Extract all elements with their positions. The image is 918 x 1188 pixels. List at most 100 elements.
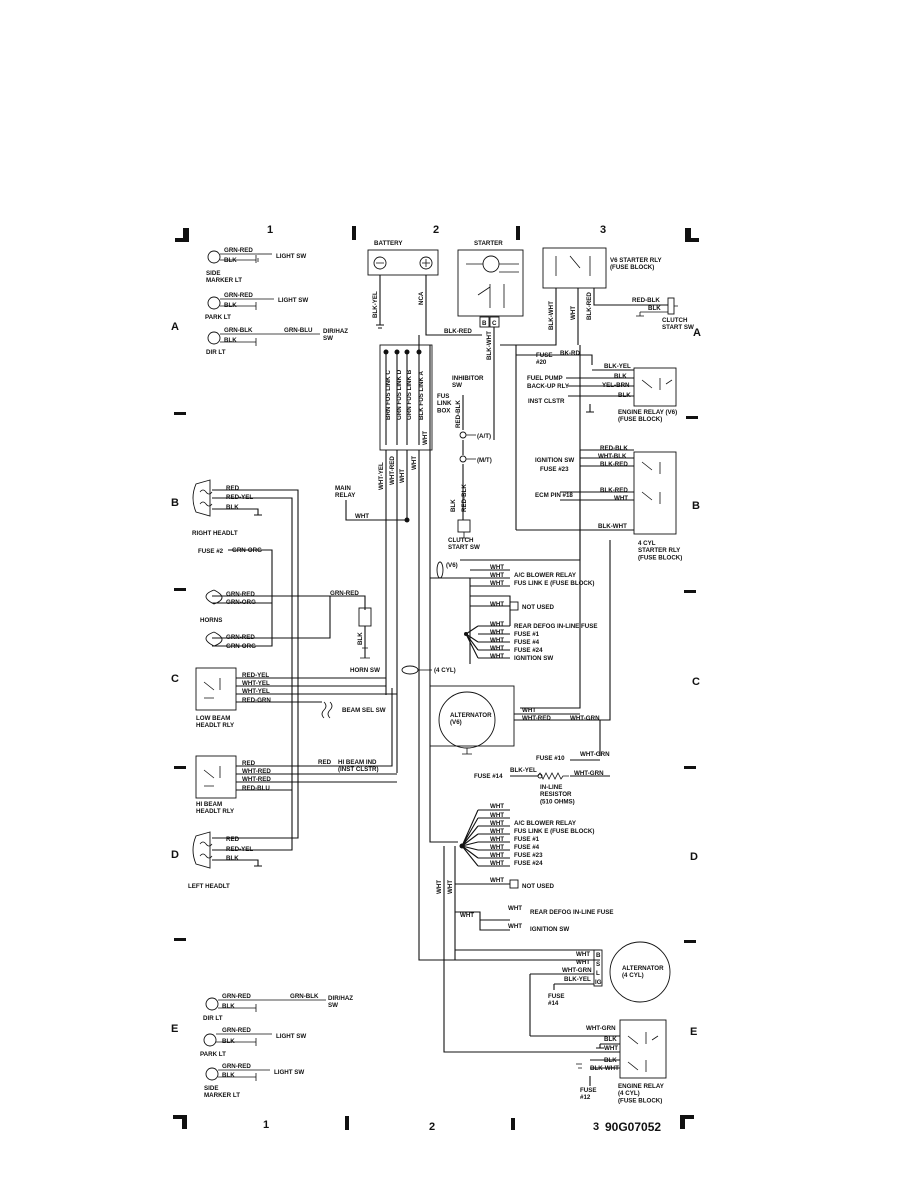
svg-text:WHT-GRN: WHT-GRN	[570, 715, 600, 722]
svg-text:WHT: WHT	[490, 653, 504, 660]
col-1-top: 1	[267, 224, 273, 236]
svg-text:FUSE #10: FUSE #10	[536, 755, 565, 762]
svg-text:GRN-RED: GRN-RED	[226, 634, 255, 641]
svg-text:GRN-RED: GRN-RED	[222, 1027, 251, 1034]
svg-text:BLK: BLK	[604, 1036, 617, 1043]
svg-text:WHT: WHT	[490, 877, 504, 884]
row-d-right: D	[690, 851, 698, 863]
svg-text:FUSE #4: FUSE #4	[514, 844, 540, 851]
svg-text:WHT: WHT	[490, 828, 504, 835]
alternator-v6: ALTERNATOR(V6) WHT WHT-RED WHT-GRN FUSE …	[429, 345, 611, 805]
frame-markers	[173, 226, 699, 1130]
svg-text:GRN-BLK: GRN-BLK	[224, 327, 253, 334]
svg-text:HI BEAM IND(INST CLSTR): HI BEAM IND(INST CLSTR)	[338, 759, 379, 773]
svg-text:IGNITION SW: IGNITION SW	[514, 655, 553, 662]
svg-text:WHT: WHT	[490, 860, 504, 867]
svg-text:L: L	[596, 970, 600, 977]
svg-text:BLK FUS LINK A: BLK FUS LINK A	[418, 371, 425, 420]
battery: BATTERY BLK-YEL NCA BLK-RED	[367, 240, 482, 336]
svg-text:BLK: BLK	[222, 1038, 235, 1045]
svg-text:RED-BLK: RED-BLK	[600, 445, 628, 452]
svg-text:WHT-YEL: WHT-YEL	[242, 688, 270, 695]
row-d-left: D	[171, 849, 179, 861]
col-2-bottom: 2	[429, 1121, 435, 1133]
svg-text:BLK: BLK	[224, 302, 237, 309]
svg-text:GRN-RED: GRN-RED	[224, 292, 253, 299]
svg-text:WHT: WHT	[490, 621, 504, 628]
svg-text:WHT: WHT	[490, 580, 504, 587]
svg-text:ALTERNATOR(V6): ALTERNATOR(V6)	[450, 712, 492, 726]
svg-text:RED-BLK: RED-BLK	[632, 297, 660, 304]
svg-text:WHT-RED: WHT-RED	[242, 768, 271, 775]
svg-text:WHT: WHT	[576, 951, 590, 958]
svg-text:ENGINE RELAY(4 CYL)(FUSE BLOCK: ENGINE RELAY(4 CYL)(FUSE BLOCK)	[618, 1083, 665, 1104]
svg-text:WHT: WHT	[614, 495, 628, 502]
svg-text:FUSE #1: FUSE #1	[514, 631, 540, 638]
svg-text:BACK-UP RLY: BACK-UP RLY	[527, 383, 570, 390]
col-3-bottom: 3	[593, 1121, 599, 1133]
alternator-4cyl: ALTERNATOR(4 CYL) B S L IG WHT WHT WHT-G…	[529, 941, 671, 1036]
svg-text:WHT: WHT	[411, 456, 418, 470]
svg-text:(4 CYL): (4 CYL)	[434, 667, 456, 674]
row-b-left: B	[171, 497, 179, 509]
svg-text:WHT: WHT	[508, 923, 522, 930]
svg-text:FUS LINK E (FUSE BLOCK): FUS LINK E (FUSE BLOCK)	[514, 828, 594, 835]
svg-text:GRN-RED: GRN-RED	[222, 993, 251, 1000]
cyl4-starter-rly: RED-BLK IGNITION SW WHT-BLK FUSE #23 BLK…	[460, 445, 682, 561]
svg-text:WHT: WHT	[508, 905, 522, 912]
svg-text:LIGHT SW: LIGHT SW	[274, 1069, 304, 1076]
svg-text:GRN-RED: GRN-RED	[224, 247, 253, 254]
svg-text:WHT: WHT	[490, 844, 504, 851]
svg-text:HORNS: HORNS	[200, 617, 222, 624]
svg-text:FUSE #2: FUSE #2	[198, 548, 224, 555]
svg-text:NOT USED: NOT USED	[522, 604, 555, 611]
svg-text:DIR LT: DIR LT	[206, 349, 226, 356]
svg-text:GRN FUS LINK D: GRN FUS LINK D	[396, 369, 403, 420]
svg-text:BRN FUS LINK C: BRN FUS LINK C	[385, 370, 392, 420]
svg-text:WHT: WHT	[576, 959, 590, 966]
svg-text:A/C BLOWER RELAY: A/C BLOWER RELAY	[514, 820, 577, 827]
svg-text:BLK: BLK	[648, 305, 661, 312]
svg-text:(V6): (V6)	[446, 562, 458, 569]
col-2-top: 2	[433, 224, 439, 236]
starter: STARTER B C BLK-WHT	[457, 240, 524, 440]
cyl4-tag: (4 CYL)	[401, 665, 456, 675]
svg-text:BLK-RED: BLK-RED	[600, 487, 628, 494]
svg-text:RED-BLK: RED-BLK	[455, 400, 462, 428]
svg-text:FUSE #23: FUSE #23	[540, 466, 569, 473]
svg-text:LIGHT SW: LIGHT SW	[276, 1033, 306, 1040]
svg-text:ALTERNATOR(4 CYL): ALTERNATOR(4 CYL)	[622, 965, 664, 979]
svg-text:RED: RED	[226, 836, 240, 843]
svg-text:LIGHT SW: LIGHT SW	[276, 253, 306, 260]
svg-text:WHT: WHT	[490, 564, 504, 571]
svg-text:RIGHT HEADLT: RIGHT HEADLT	[192, 530, 238, 537]
svg-text:STARTER: STARTER	[474, 240, 503, 247]
svg-text:PARK LT: PARK LT	[200, 1051, 226, 1058]
svg-text:(M/T): (M/T)	[477, 457, 492, 464]
svg-text:WHT: WHT	[490, 637, 504, 644]
svg-text:BLK: BLK	[614, 373, 627, 380]
svg-text:WHT: WHT	[436, 880, 443, 894]
svg-text:(A/T): (A/T)	[477, 433, 491, 440]
row-e-right: E	[690, 1026, 697, 1038]
svg-text:V6 STARTER RLY(FUSE BLOCK): V6 STARTER RLY(FUSE BLOCK)	[610, 257, 662, 271]
cyl4-bus-wht: WHT	[460, 912, 474, 919]
svg-text:BLK-YEL: BLK-YEL	[510, 767, 537, 774]
svg-text:ENGINE RELAY (V6)(FUSE BLOCK): ENGINE RELAY (V6)(FUSE BLOCK)	[618, 409, 677, 423]
row-a-right: A	[693, 327, 701, 339]
col-1-bottom: 1	[263, 1119, 269, 1131]
svg-text:NOT USED: NOT USED	[522, 883, 555, 890]
svg-text:WHT: WHT	[490, 820, 504, 827]
svg-text:BLK-YEL: BLK-YEL	[604, 363, 631, 370]
svg-text:BLK-YEL: BLK-YEL	[564, 976, 591, 983]
svg-text:WHT: WHT	[490, 601, 504, 608]
